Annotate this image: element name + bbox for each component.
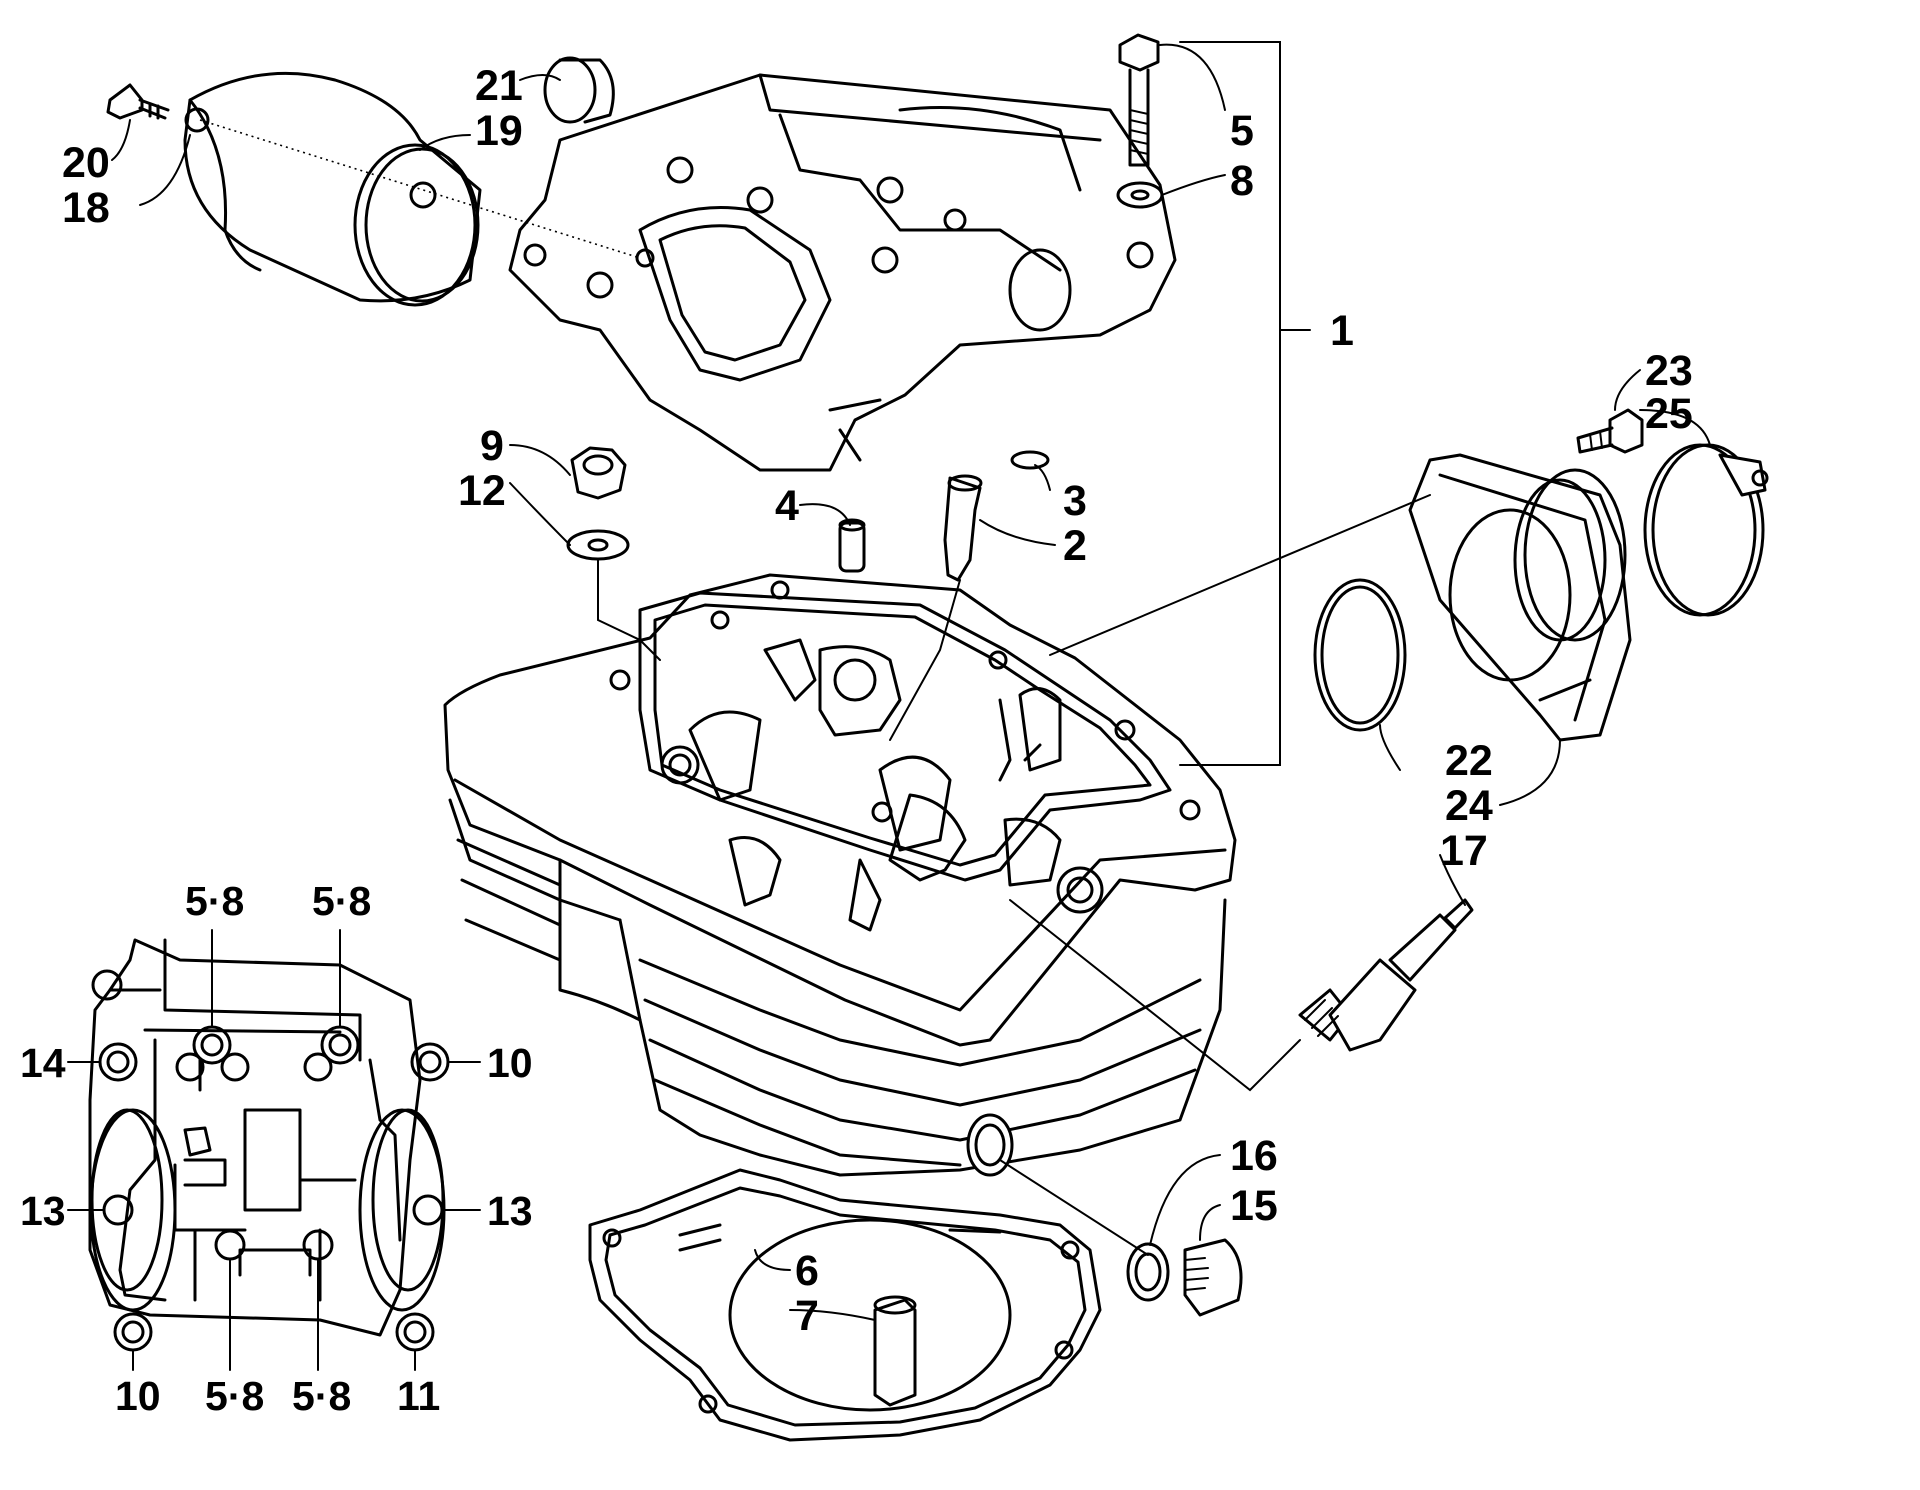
cylinder-head [443, 573, 1237, 1177]
callout-19: 19 [475, 107, 523, 155]
valve-guide-2 [943, 450, 1050, 582]
callout-25: 25 [1645, 390, 1693, 438]
callout-2: 2 [1063, 522, 1087, 570]
inset-callout-13-right: 13 [487, 1188, 533, 1234]
callout-4: 4 [775, 482, 799, 530]
head-gasket-6 [588, 1168, 1102, 1442]
callout-7: 7 [795, 1292, 819, 1340]
inset-callout-5-8-top-left: 5·8 [185, 878, 244, 924]
inset-callout-13-left: 13 [20, 1188, 66, 1234]
callout-5: 5 [1230, 107, 1254, 155]
callout-1: 1 [1330, 307, 1354, 355]
bolt-23 [1576, 408, 1644, 454]
inset-callout-11: 11 [397, 1373, 440, 1419]
nut-9 [566, 446, 630, 561]
callout-9: 9 [480, 422, 504, 470]
water-outlet-24 [1408, 453, 1632, 742]
callout-17: 17 [1440, 827, 1488, 875]
bolt-5 [1116, 33, 1164, 209]
inset-callout-10-bottom: 10 [115, 1373, 161, 1419]
callout-6: 6 [795, 1247, 819, 1295]
inset-callout-5-8-bottom-left: 5·8 [205, 1373, 264, 1419]
o-ring-22 [1313, 578, 1407, 732]
leader-lines [111, 41, 1711, 1321]
valve-cover [508, 73, 1177, 472]
callout-20: 20 [62, 139, 110, 187]
callout-labels: 1 2 3 4 5 8 9 12 18 19 20 21 23 25 22 24… [62, 62, 1693, 1340]
thermostat-housing [106, 71, 641, 307]
inset-callout-14: 14 [20, 1040, 66, 1086]
plug-15 [1126, 1238, 1243, 1317]
dowel-4 [838, 518, 866, 573]
callout-8: 8 [1230, 157, 1254, 205]
callout-12: 12 [458, 467, 506, 515]
plug-21 [543, 56, 615, 124]
inset-head-bolt-pattern [67, 929, 481, 1371]
callout-3: 3 [1063, 477, 1087, 525]
inset-callout-labels: 5·8 5·8 14 10 13 13 10 5·8 5·8 11 [20, 878, 533, 1419]
callout-21: 21 [475, 62, 523, 110]
callout-16: 16 [1230, 1132, 1278, 1180]
inset-callout-5-8-bottom-right: 5·8 [292, 1373, 351, 1419]
callout-15: 15 [1230, 1182, 1278, 1230]
callout-23: 23 [1645, 347, 1693, 395]
inset-callout-10-right: 10 [487, 1040, 533, 1086]
callout-22: 22 [1445, 737, 1493, 785]
hose-clamp-25 [1643, 443, 1769, 617]
callout-24: 24 [1445, 782, 1493, 830]
callout-18: 18 [62, 184, 110, 232]
spark-plug-17 [1298, 898, 1474, 1052]
inset-callout-5-8-top-right: 5·8 [312, 878, 371, 924]
